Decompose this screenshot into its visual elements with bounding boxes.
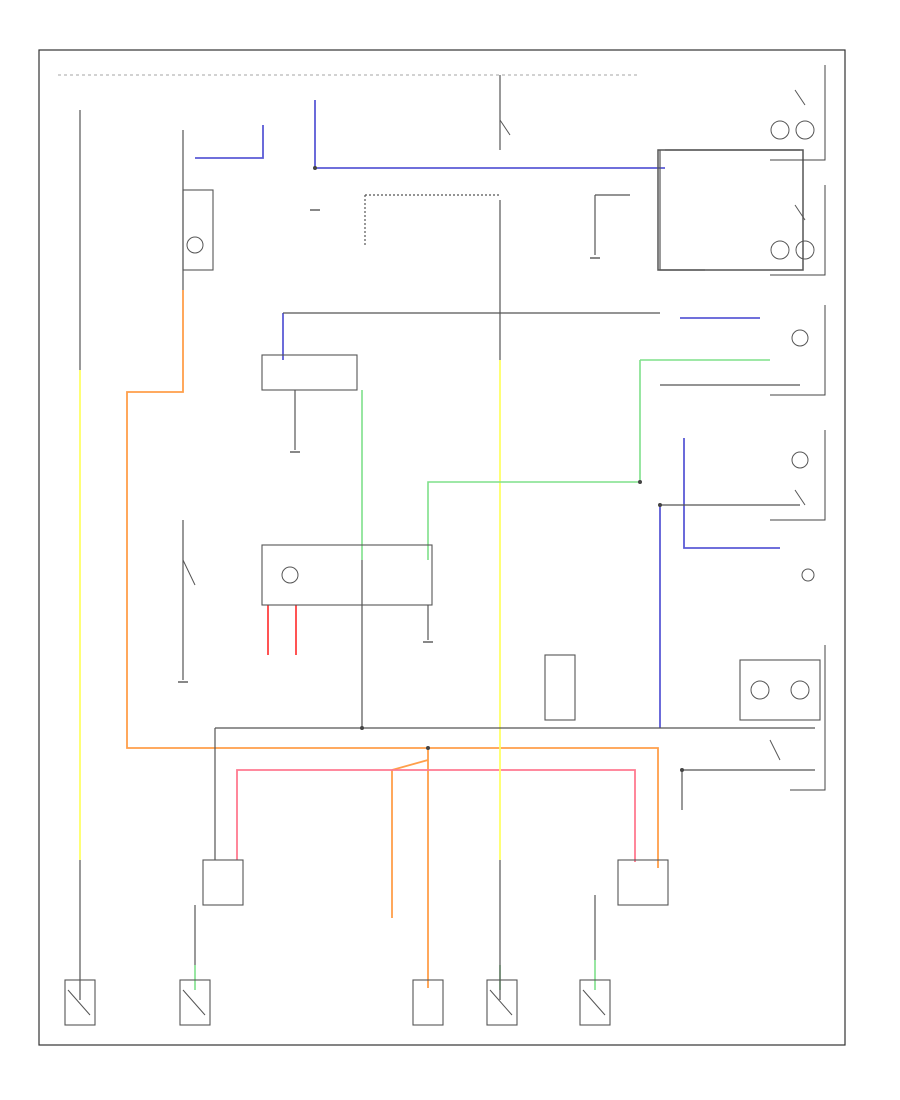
unit-lower-left	[202, 859, 244, 906]
wire-right-box	[659, 150, 705, 271]
panel-2	[770, 185, 826, 276]
switch-contact	[794, 204, 806, 221]
panel-3	[770, 305, 826, 396]
switch-contact	[67, 989, 91, 1016]
black-wires	[79, 75, 815, 1000]
bulb-icon	[770, 120, 790, 140]
panel-4	[770, 430, 826, 521]
pink-wire	[236, 769, 636, 862]
door-switch-1	[64, 979, 96, 1026]
door-switch-5	[579, 979, 611, 1026]
junction-dot	[658, 503, 662, 507]
switch-contact	[769, 739, 781, 761]
panel-5	[790, 645, 826, 791]
blue-wire-top-left	[195, 125, 264, 159]
door-switch-3	[412, 979, 444, 1026]
bulbs	[186, 120, 815, 700]
junction-dot	[426, 746, 430, 750]
bulb-icon	[791, 451, 809, 469]
switch-contact	[794, 89, 806, 106]
bulb-icon	[795, 120, 815, 140]
door-switch-2	[179, 979, 211, 1026]
orange-wires	[126, 290, 659, 988]
switch-contact	[499, 119, 511, 136]
switch-contact	[794, 489, 806, 506]
switch-contact	[489, 989, 513, 1016]
connector-right-block	[657, 149, 804, 271]
pink-wires	[236, 769, 636, 862]
components	[64, 149, 821, 1026]
bulb-icon	[790, 680, 810, 700]
bulb-icon	[750, 680, 770, 700]
junctions	[313, 166, 684, 772]
switch-contact	[582, 989, 606, 1016]
green-wire-2	[427, 360, 641, 560]
yellow-wires	[79, 360, 501, 860]
orange-wire-tick	[391, 759, 429, 771]
switch-contacts	[67, 89, 806, 1016]
switch-left-top	[182, 189, 214, 271]
panel-1	[770, 65, 826, 161]
switch-contact	[182, 559, 196, 586]
unit-lower-right	[617, 859, 669, 906]
bulb-icon	[801, 568, 815, 582]
junction-dot	[638, 480, 642, 484]
right-panels	[770, 65, 826, 791]
bulb-icon	[795, 240, 815, 260]
switch-lower-center-box	[544, 654, 576, 721]
relay-center	[261, 544, 433, 606]
grounds	[178, 209, 600, 683]
switch-contact	[182, 989, 206, 1016]
dome-light-center	[261, 354, 358, 391]
bulb-icon	[186, 236, 204, 254]
diagram-border	[38, 49, 846, 1046]
blue-wires	[195, 100, 780, 728]
bulb-icon	[791, 329, 809, 347]
map-light-box	[739, 659, 821, 721]
junction-dot	[680, 768, 684, 772]
junction-dot	[360, 726, 364, 730]
blue-wire-right-2	[683, 438, 780, 549]
bulb-icon	[770, 240, 790, 260]
junction-dot	[313, 166, 317, 170]
orange-wire-left	[126, 290, 659, 868]
red-wires	[267, 605, 297, 655]
bulb-icon	[281, 566, 299, 584]
door-switch-4	[486, 979, 518, 1026]
blue-wire-top-center	[314, 100, 665, 169]
